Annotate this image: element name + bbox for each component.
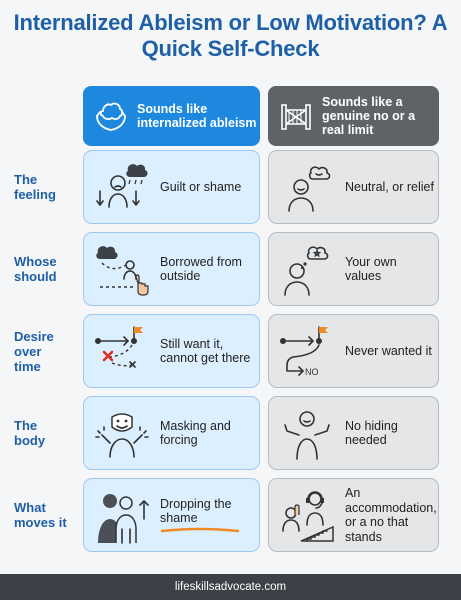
card-text: Masking and forcing <box>160 418 231 448</box>
row-label-desire-over-time: Desire over time <box>14 328 54 374</box>
calm-person-icon <box>288 166 331 212</box>
card-moves-left: Dropping the shame <box>83 478 260 552</box>
card-feeling-right: Neutral, or relief <box>268 150 439 224</box>
shadow-figure-icon <box>98 494 149 544</box>
card-text: Borrowed from outside <box>160 254 242 284</box>
card-text: No hiding needed <box>345 418 398 448</box>
card-should-right: Your own values <box>268 232 439 306</box>
card-text: Guilt or shame <box>160 179 242 194</box>
blocked-path-flag-icon <box>95 326 143 368</box>
row-label-what-moves-it: What moves it <box>14 500 67 530</box>
mask-person-icon <box>95 413 149 458</box>
column-header-internalized-ableism: Sounds like internalized ableism <box>83 86 260 146</box>
card-text: Still want it, cannot get there <box>160 336 251 366</box>
page-title: Internalized Ableism or Low Motivation? … <box>13 10 448 61</box>
open-arms-person-icon <box>284 411 330 460</box>
sad-person-cloud-icon <box>96 164 148 208</box>
person-headset-ramp-icon <box>282 491 334 542</box>
right-header-label: Sounds like a genuine no or a real limit <box>322 95 416 137</box>
card-moves-right: An accommodation, or a no that stands <box>268 478 439 552</box>
left-header-label: Sounds like internalized ableism <box>137 102 257 130</box>
card-text: An accommodation, or a no that stands <box>345 486 437 544</box>
card-body-right: No hiding needed <box>268 396 439 470</box>
row-label-feeling: The feeling <box>14 172 56 202</box>
card-body-left: Masking and forcing <box>83 396 260 470</box>
card-text: Dropping the shame <box>160 496 232 526</box>
card-text: Never wanted it <box>345 343 432 358</box>
card-desire-left: Still want it, cannot get there <box>83 314 260 388</box>
row-label-whose-should: Whose should <box>14 254 57 284</box>
path-to-no-icon: NO <box>280 326 328 377</box>
brain-in-hands-icon <box>96 102 126 131</box>
cloud-pointing-hand-icon <box>96 246 149 296</box>
card-desire-right: NO Never wanted it <box>268 314 439 388</box>
card-feeling-left: Guilt or shame <box>83 150 260 224</box>
gate-icon <box>281 104 311 130</box>
card-text: Neutral, or relief <box>345 179 434 194</box>
row-label-body: The body <box>14 418 46 448</box>
person-star-thought-icon <box>284 246 329 296</box>
card-should-left: Borrowed from outside <box>83 232 260 306</box>
column-header-genuine-no: Sounds like a genuine no or a real limit <box>268 86 439 146</box>
svg-text:NO: NO <box>305 367 319 377</box>
card-text-with-underline: Dropping the shame <box>160 497 252 534</box>
footer-url[interactable]: lifeskillsadvocate.com <box>0 574 461 600</box>
card-text: Your own values <box>345 254 397 284</box>
orange-underline <box>160 527 240 532</box>
